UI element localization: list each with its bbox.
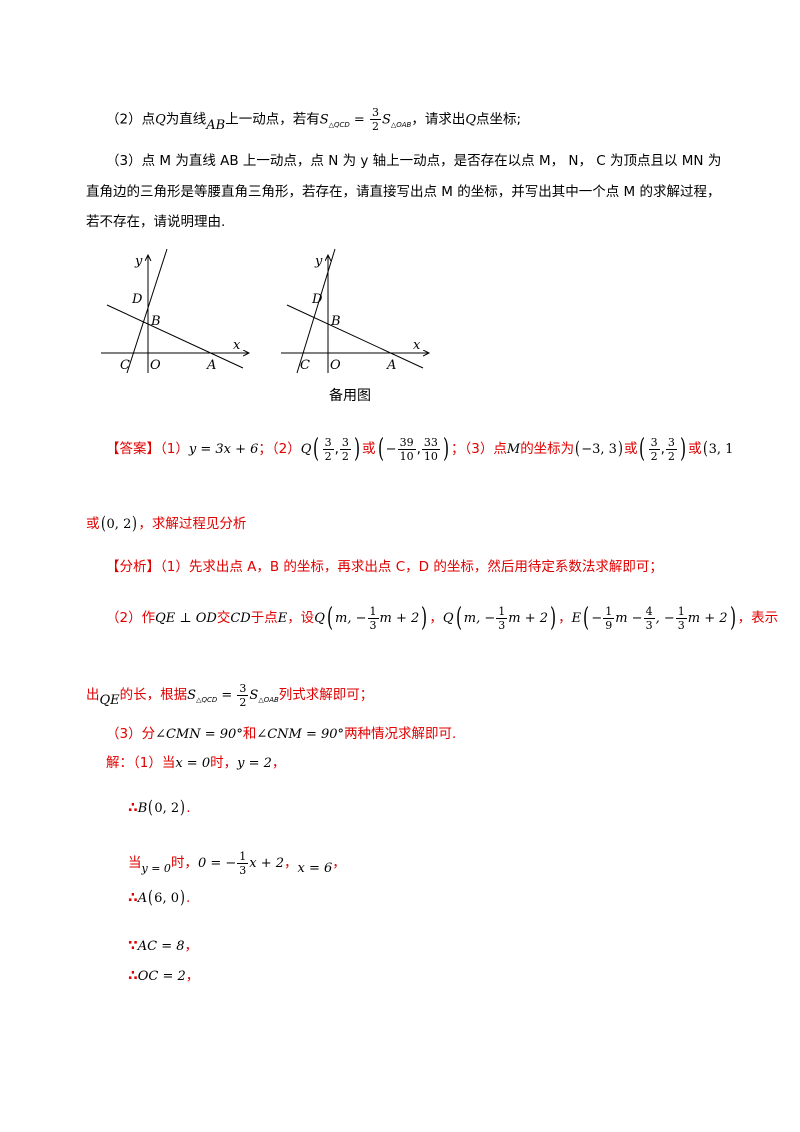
- question-3-line2: 直角边的三角形是等腰直角三角形，若存在，请直接写出点 M 的坐标，并写出其中一个…: [86, 184, 721, 200]
- answer-line-2: 或(0, 2)，求解过程见分析: [86, 513, 247, 534]
- line-ab: [286, 304, 424, 369]
- label-b: B: [150, 314, 161, 329]
- coordinate-figure-1: y x D B C O A: [101, 248, 255, 374]
- figure-caption: 备用图: [329, 388, 371, 404]
- solution-line-2: ∴B(0, 2).: [128, 797, 191, 818]
- label-x: x: [233, 338, 241, 353]
- label-d: D: [311, 292, 323, 307]
- line-cd: [126, 248, 168, 374]
- coordinate-figure-2: y x D B C O A: [281, 248, 435, 374]
- label-a: A: [386, 358, 396, 373]
- solution-line-1: 解：（1）当x = 0时，y = 2，: [106, 755, 286, 771]
- question-3-line1: （3）点 M 为直线 AB 上一动点，点 N 为 y 轴上一动点，是否存在以点 …: [106, 153, 722, 169]
- solution-line-5: ∵AC = 8，: [128, 938, 199, 954]
- label-y: y: [134, 254, 143, 269]
- label-x: x: [413, 338, 421, 353]
- label-b: B: [330, 314, 341, 329]
- analysis-line-4: （3）分∠CMN = 90°和∠CNM = 90°两种情况求解即可.: [106, 726, 457, 742]
- solution-line-6: ∴OC = 2，: [128, 968, 200, 984]
- label-d: D: [131, 292, 143, 307]
- label-a: A: [206, 358, 216, 373]
- line-ab: [106, 304, 244, 369]
- label-o: O: [330, 358, 341, 373]
- solution-line-4: ∴A(6, 0).: [128, 887, 191, 908]
- label-c: C: [300, 358, 310, 373]
- label-y: y: [314, 254, 323, 269]
- label-o: O: [150, 358, 161, 373]
- question-3-line3: 若不存在，请说明理由.: [86, 214, 226, 230]
- label-c: C: [120, 358, 130, 373]
- line-cd: [296, 248, 336, 374]
- analysis-line-1: 【分析】（1）先求出点 A，B 的坐标，再求出点 C，D 的坐标，然后用待定系数…: [106, 559, 663, 575]
